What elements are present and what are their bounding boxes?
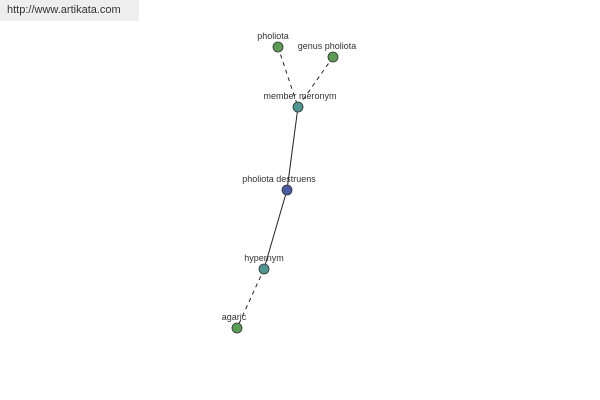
node-label-genus-pholiota: genus pholiota: [298, 41, 357, 51]
edge-genus-pholiota-to-member-meronym: [297, 56, 334, 108]
node-circle-pholiota[interactable]: [272, 41, 284, 53]
node-circle-pholiota-destruens[interactable]: [281, 184, 293, 196]
node-circle-genus-pholiota[interactable]: [327, 51, 339, 63]
node-genus-pholiota[interactable]: genus pholiota: [298, 41, 357, 63]
node-label-pholiota-destruens: pholiota destruens: [242, 174, 316, 184]
node-pholiota[interactable]: pholiota: [257, 31, 289, 53]
node-label-hypernym: hypernym: [244, 253, 284, 263]
node-agaric[interactable]: agaric: [222, 312, 247, 334]
node-label-pholiota: pholiota: [257, 31, 289, 41]
edge-pholiota-destruens-to-hypernym: [263, 189, 288, 270]
node-circle-agaric[interactable]: [231, 322, 243, 334]
node-label-member-meronym: member meronym: [263, 91, 336, 101]
edge-pholiota-to-member-meronym: [277, 46, 299, 108]
node-pholiota-destruens[interactable]: pholiota destruens: [242, 174, 316, 196]
edge-member-meronym-to-pholiota-destruens: [286, 106, 299, 191]
node-circle-hypernym[interactable]: [258, 263, 270, 275]
graph-edges: [236, 46, 334, 329]
node-circle-member-meronym[interactable]: [292, 101, 304, 113]
node-member-meronym[interactable]: member meronym: [263, 91, 337, 113]
edge-hypernym-to-agaric: [236, 268, 265, 329]
graph-nodes: pholiota genus pholiota member meronym phol…: [222, 31, 357, 334]
node-hypernym[interactable]: hypernym: [244, 253, 284, 275]
node-label-agaric: agaric: [222, 312, 247, 322]
source-link[interactable]: http://www.artikata.com: [0, 0, 139, 21]
